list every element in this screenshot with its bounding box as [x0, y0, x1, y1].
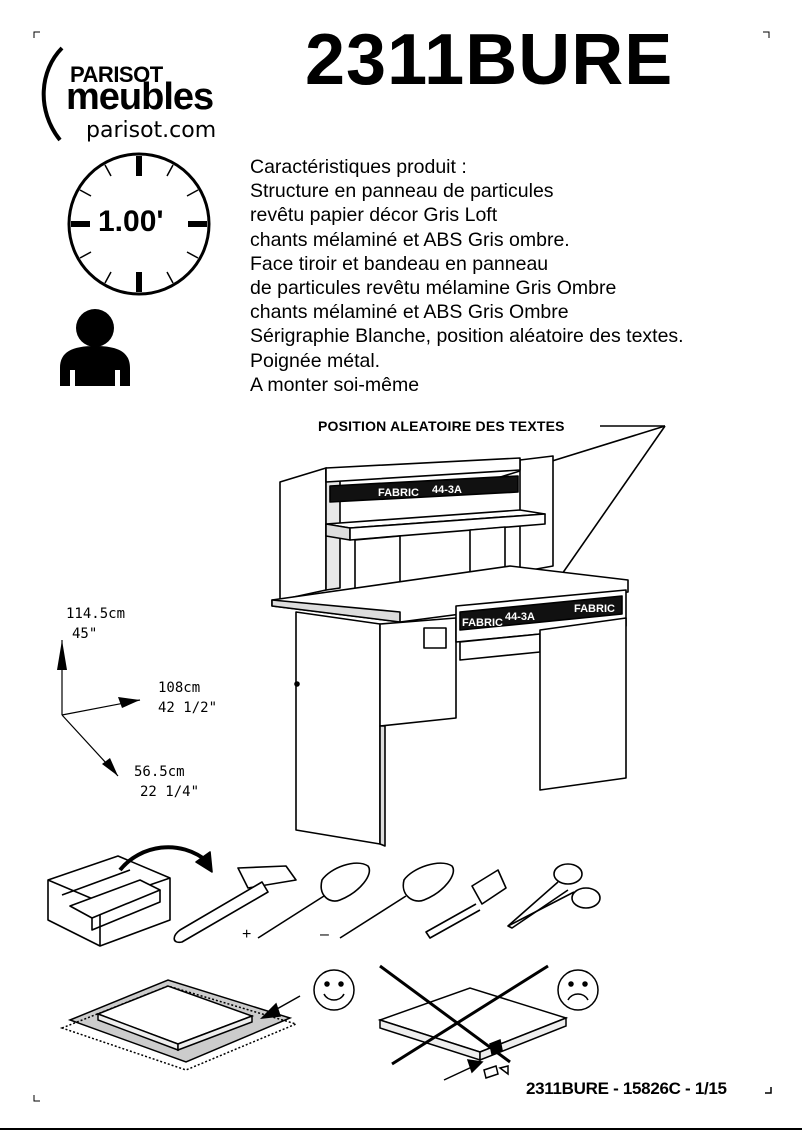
toolbox-icon [47, 855, 171, 947]
print-text: FABRIC [574, 603, 615, 615]
product-reference: 2311BURE [305, 20, 674, 100]
minus-label: – [320, 926, 329, 943]
page-edge [0, 1128, 802, 1130]
sad-face-icon [557, 969, 599, 1011]
spec-line: de particules revêtu mélamine Gris Ombre [250, 277, 617, 300]
panel-on-floor-icon [377, 987, 569, 1079]
screwdriver-minus-icon [339, 862, 455, 939]
spec-line: Caractéristiques produit : [250, 156, 467, 178]
callout-label: POSITION ALEATOIRE DES TEXTES [318, 418, 565, 434]
scissors-icon [507, 863, 601, 929]
dimension-depth: 56.5cm 22 1/4" [134, 764, 200, 800]
print-text: 44-3A [432, 484, 462, 496]
dimension-height: 114.5cm 45" [66, 606, 126, 642]
brand-meubles: meubles [66, 76, 214, 118]
spec-line: Structure en panneau de particules [250, 180, 554, 203]
print-text: FABRIC [378, 487, 419, 499]
product-specs: Caractéristiques produit : Structure en … [250, 155, 684, 397]
panel-on-rug-icon [59, 979, 299, 1071]
assembly-time: 1.00' [98, 205, 164, 238]
spec-line: Face tiroir et bandeau en panneau [250, 252, 549, 275]
print-text: 44-3A [505, 611, 535, 623]
spec-line: A monter soi-même [250, 373, 420, 396]
brand-parisot: PARISOT [70, 62, 163, 87]
plus-label: + [242, 926, 252, 943]
spec-line: chants mélaminé et ABS Gris Ombre [250, 301, 569, 324]
dimension-width: 108cm 42 1/2" [158, 680, 218, 716]
spec-line: Sérigraphie Blanche, position aléatoire … [250, 325, 684, 348]
tape-measure-icon [425, 869, 507, 939]
happy-face-icon [313, 969, 355, 1011]
brand-website: parisot.com [86, 118, 217, 143]
spec-line: chants mélaminé et ABS Gris ombre. [250, 228, 570, 251]
spec-line: Poignée métal. [250, 349, 381, 372]
spec-line: revêtu papier décor Gris Loft [250, 204, 498, 227]
hammer-icon [173, 865, 297, 944]
document-footer: 2311BURE - 15826C - 1/15 [526, 1079, 727, 1098]
print-text: FABRIC [462, 617, 503, 629]
screwdriver-plus-icon [257, 862, 371, 939]
